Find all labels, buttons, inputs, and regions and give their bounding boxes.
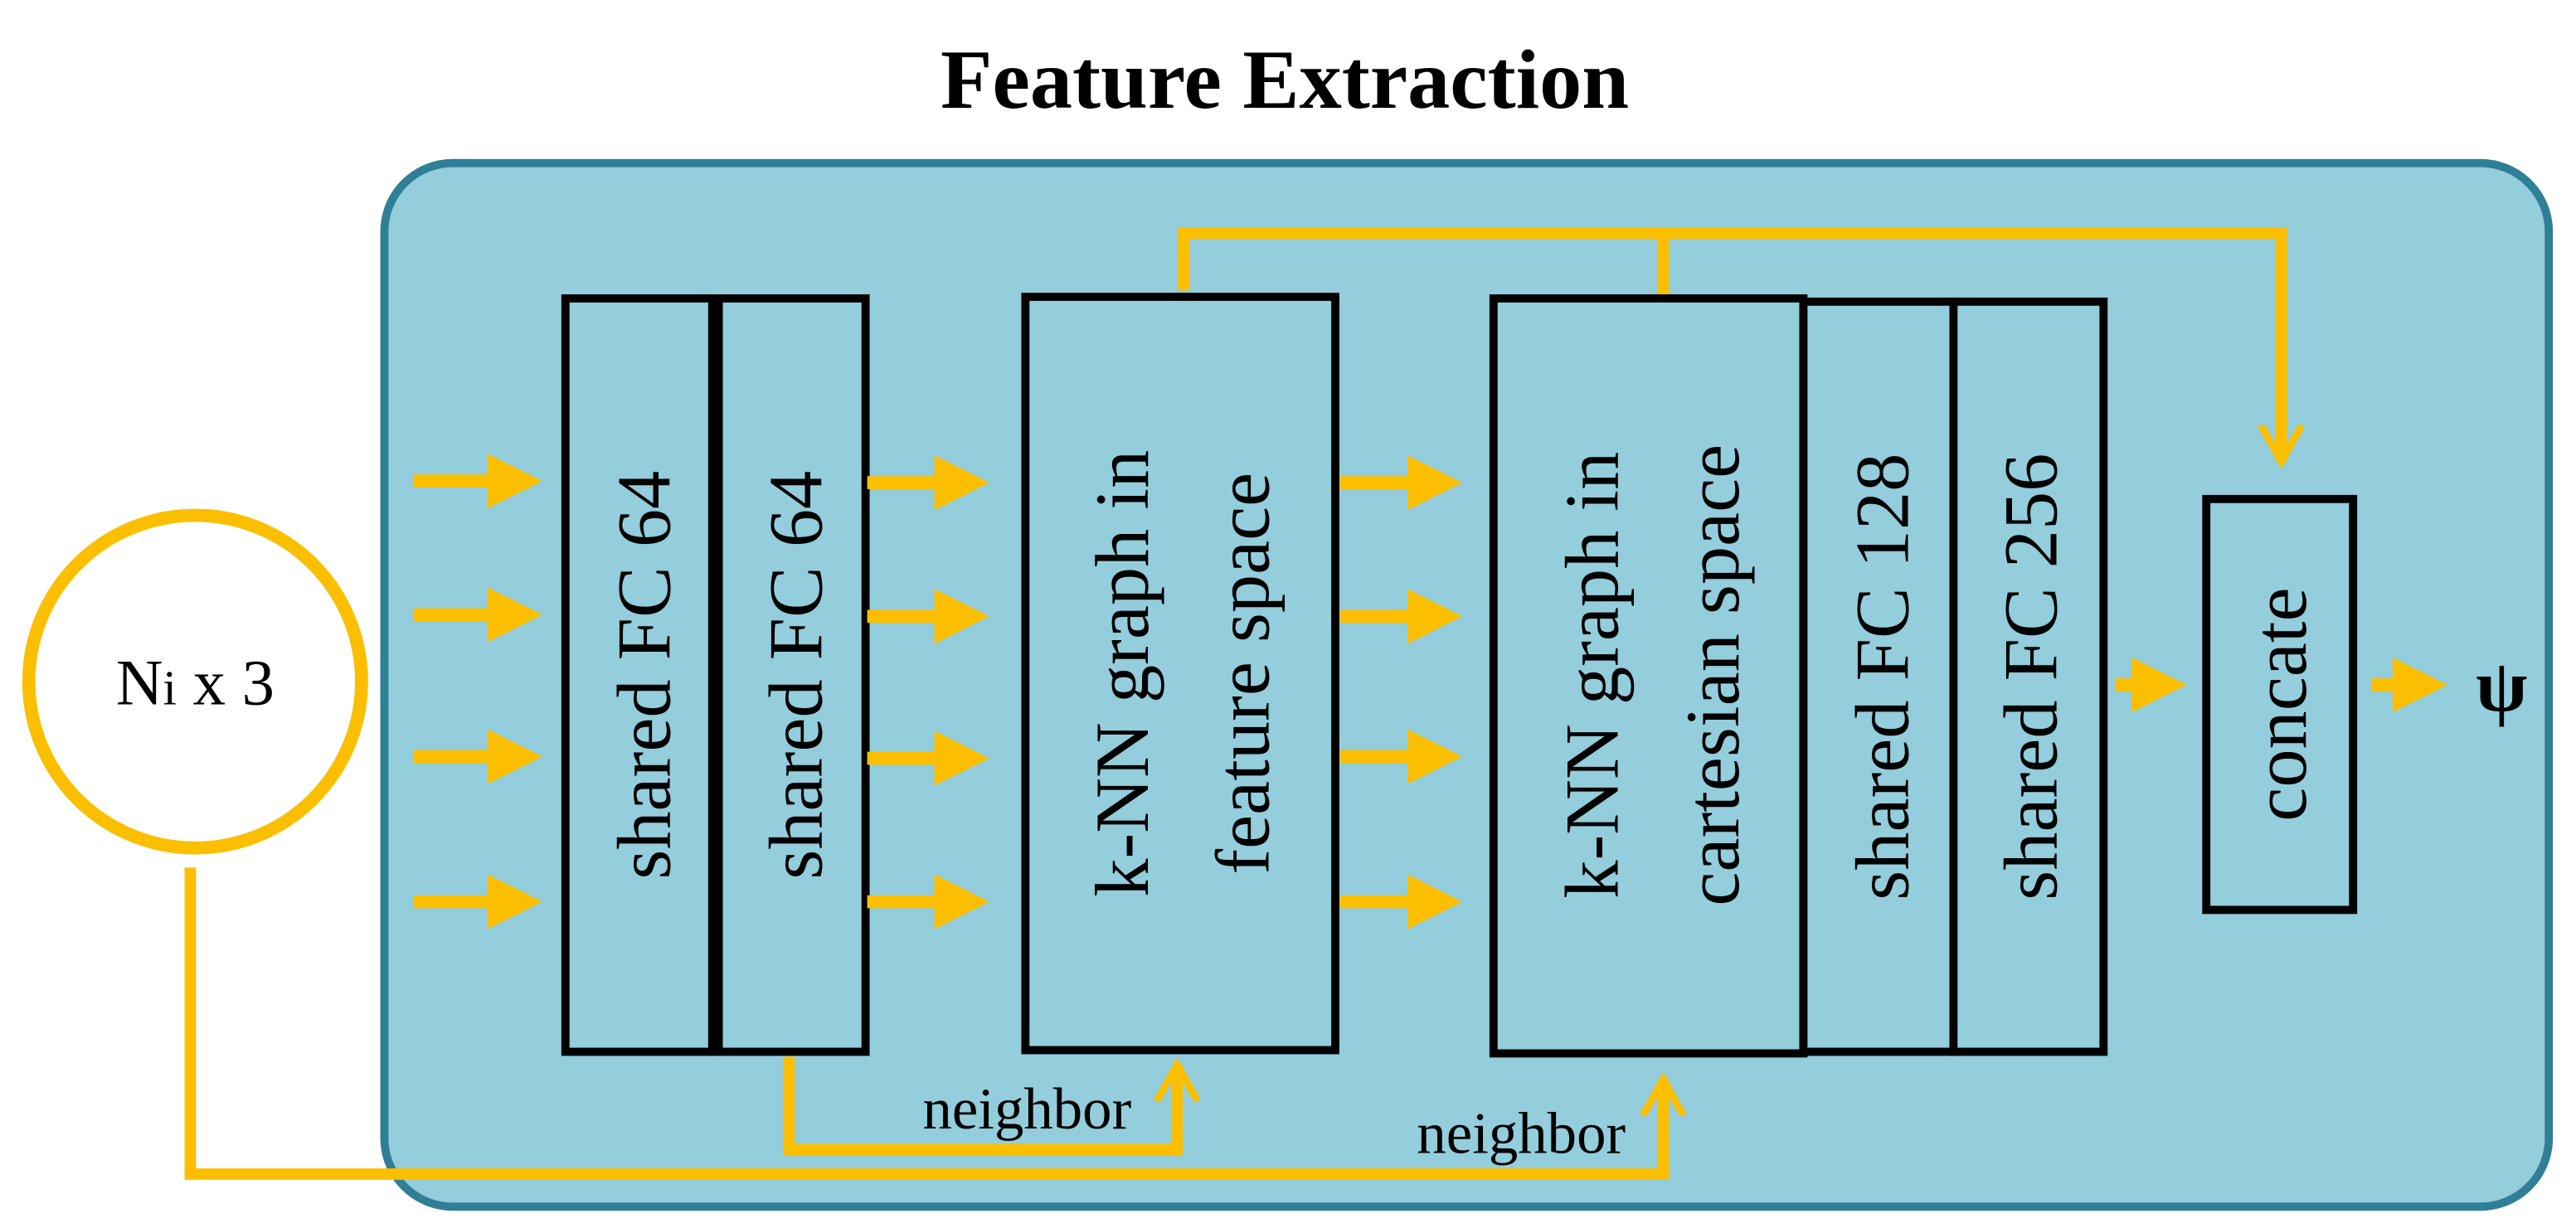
input-main-label: N (116, 648, 163, 720)
knn-cartesian-line1: k-NN graph in (1549, 452, 1634, 899)
concat-label: concate (2238, 588, 2322, 822)
svg-text:k-NN graph in: k-NN graph in (1080, 450, 1164, 897)
diagram-title: Feature Extraction (940, 33, 1629, 127)
fc-block-3: shared FC 128 (1799, 297, 1958, 1056)
svg-text:k-NN graph in: k-NN graph in (1549, 452, 1634, 899)
fc-block-3-label: shared FC 128 (1840, 454, 1924, 900)
neighbor-label-2: neighbor (1417, 1101, 1626, 1166)
neighbor-label-1: neighbor (922, 1077, 1131, 1142)
knn-feature-line2: feature space (1200, 473, 1285, 875)
knn-feature-line1: k-NN graph in (1080, 450, 1164, 897)
knn-cartesian-space-block: k-NN graph in cartesian space (1489, 294, 1808, 1058)
input-subscript: i (163, 661, 177, 716)
svg-text:cartesian space: cartesian space (1670, 444, 1755, 906)
input-arrows (413, 454, 542, 929)
fc-block-4-label: shared FC 256 (1988, 454, 2073, 900)
top-concat-connector (1178, 227, 2282, 461)
output-psi-symbol: ψ (2476, 643, 2527, 727)
knn-feature-space-block: k-NN graph in feature space (1021, 293, 1339, 1055)
knn-cartesian-line2: cartesian space (1670, 444, 1755, 906)
fc-block-2-label: shared FC 64 (754, 471, 838, 880)
fc-block-2: shared FC 64 (714, 294, 870, 1056)
concat-block: concate (2202, 494, 2358, 915)
svg-text:feature space: feature space (1200, 473, 1285, 875)
knn-feature-to-cartesian-arrows (1339, 455, 1463, 929)
input-skip-connector (184, 867, 1663, 1180)
input-suffix: x 3 (177, 648, 275, 720)
input-node: Ni x 3 (22, 508, 368, 855)
svg-text:Ni x 3: Ni x 3 (116, 648, 275, 720)
fc2-neighbor-connector (783, 1056, 1177, 1156)
fc-block-1-label: shared FC 64 (602, 471, 687, 880)
fc-block-4: shared FC 256 (1949, 297, 2108, 1056)
fc-to-knn-feature-arrows (867, 455, 989, 929)
fc-block-1: shared FC 64 (561, 294, 717, 1056)
